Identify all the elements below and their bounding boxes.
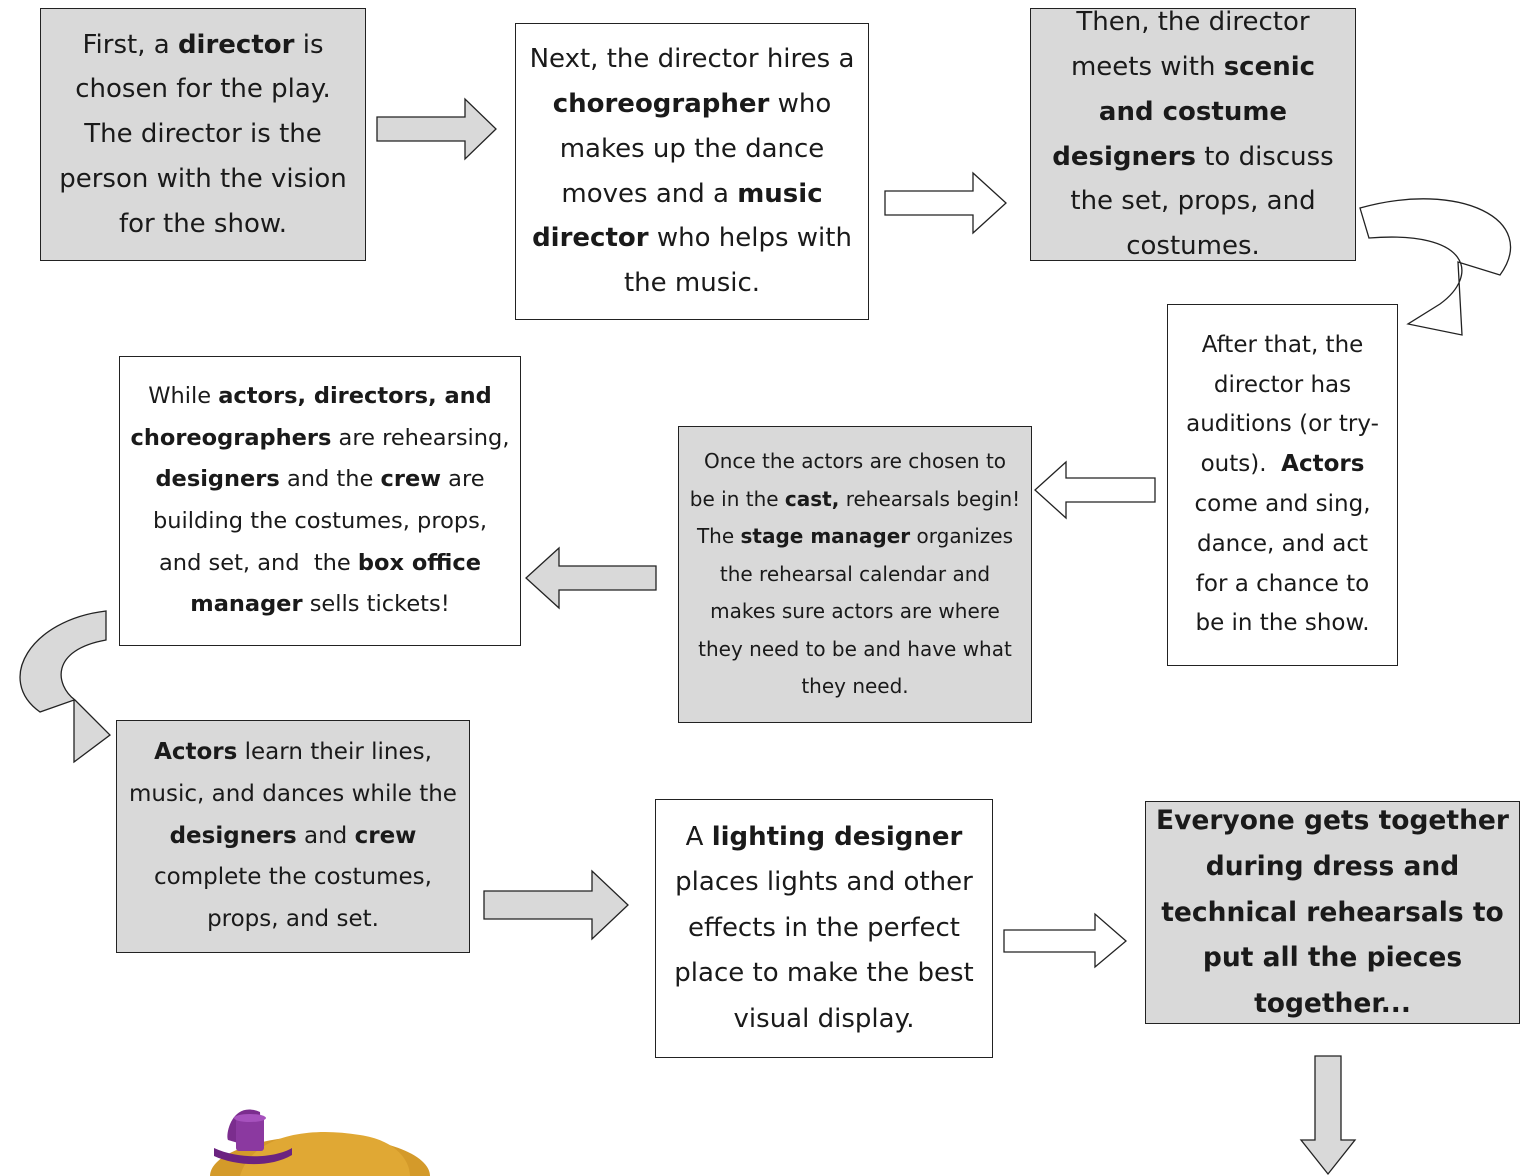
step-text-bold: crew [380, 466, 441, 493]
step-text-bold: designers [155, 466, 280, 493]
arrow-right-3 [483, 869, 629, 941]
arrow-right-2 [884, 171, 1007, 235]
step-text-segment: to discuss the set, props, and costumes. [1070, 141, 1342, 261]
step-text-segment: who helps with the music. [623, 223, 861, 299]
step-box-designers: Then, the director meets with scenic and… [1030, 7, 1356, 261]
step-text-bold: lighting designer [711, 821, 963, 852]
step-text-bold: cast, [784, 486, 840, 511]
step-text-bold: designers [169, 822, 297, 849]
step-box-choreographer: Next, the director hires a choreographer… [515, 23, 869, 320]
step-text-segment: Then, the director meets with [1070, 7, 1318, 83]
step-text-bold: box office manager [190, 549, 489, 618]
arrow-right-4 [1003, 912, 1128, 969]
curved-arrow-left [19, 610, 111, 764]
step-text-segment: Once the actors are chosen to be in the [689, 448, 1013, 511]
step-text: Next, the director hires a choreographer… [526, 37, 858, 307]
step-text-segment: After that, the director has auditions (… [1186, 331, 1379, 478]
step-text-bold: stage manager [740, 524, 911, 549]
step-text-bold: Everyone gets together during dress and … [1156, 804, 1519, 1020]
step-text-bold: music director [532, 178, 832, 254]
step-text-bold: Actors [154, 738, 238, 765]
step-box-director: First, a director is chosen for the play… [40, 8, 366, 261]
step-text-segment: sells tickets! [302, 591, 450, 618]
step-text: A lighting designer places lights and ot… [666, 815, 982, 1043]
step-text-bold: scenic and costume designers [1052, 52, 1325, 172]
step-text: First, a director is chosen for the play… [51, 23, 355, 247]
step-text-bold: crew [354, 822, 417, 849]
step-text-segment: learn their lines, music, and dances whi… [129, 738, 465, 807]
step-text-segment: First, a [82, 29, 178, 60]
step-text-segment: are rehearsing, [331, 424, 517, 451]
step-text-segment: While [148, 383, 219, 410]
step-box-together: Everyone gets together during dress and … [1145, 801, 1520, 1024]
step-text-bold: choreographer [552, 88, 770, 119]
step-text-segment: A [685, 821, 712, 852]
step-text-bold: actors, directors, and choreographers [130, 383, 500, 451]
character-illustration [210, 1109, 430, 1176]
step-text-segment: Next, the director hires a [529, 43, 863, 74]
step-text-segment: rehearsals begin! The [696, 486, 1033, 549]
step-text-segment: are building the costumes, props, and se… [152, 466, 495, 576]
step-text-segment: who makes up the dance moves and a [559, 88, 840, 209]
step-text: Once the actors are chosen to be in the … [689, 443, 1021, 706]
arrow-left-2 [525, 546, 657, 610]
step-text: After that, the director has auditions (… [1178, 326, 1387, 644]
step-text-segment: is chosen for the play. The director is … [59, 29, 356, 239]
step-text-segment: come and sing, dance, and act for a chan… [1194, 451, 1378, 637]
step-box-cast: Once the actors are chosen to be in the … [678, 426, 1032, 723]
step-text-bold: director [177, 29, 295, 60]
arrow-right-1 [376, 97, 497, 161]
step-text: Everyone gets together during dress and … [1156, 798, 1509, 1027]
step-box-auditions: After that, the director has auditions (… [1167, 304, 1398, 666]
step-text-segment: organizes the rehearsal calendar and mak… [698, 524, 1020, 699]
step-text: Then, the director meets with scenic and… [1041, 0, 1345, 268]
curved-arrow-right [1359, 198, 1512, 336]
step-text-segment: places lights and other effects in the p… [674, 821, 982, 1034]
step-text-segment: complete the costumes, props, and set. [154, 822, 440, 933]
step-text-bold: Actors [1281, 451, 1365, 478]
step-text: Actors learn their lines, music, and dan… [127, 732, 459, 941]
step-text-segment: and [296, 822, 355, 849]
step-box-actors-learn: Actors learn their lines, music, and dan… [116, 720, 470, 953]
step-text-segment: and the [279, 466, 381, 493]
step-text: While actors, directors, and choreograph… [130, 376, 510, 626]
step-box-lighting: A lighting designer places lights and ot… [655, 799, 993, 1058]
arrow-down [1299, 1055, 1357, 1176]
step-box-rehearsing: While actors, directors, and choreograph… [119, 356, 521, 646]
arrow-left-1 [1034, 460, 1156, 520]
